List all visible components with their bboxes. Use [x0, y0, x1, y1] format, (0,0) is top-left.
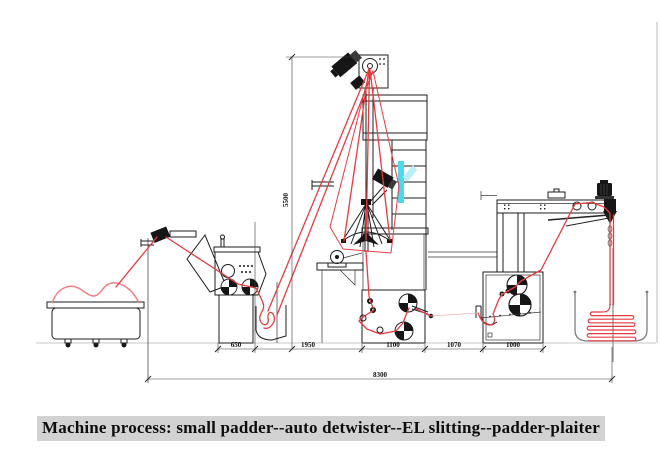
connecting-rail — [428, 251, 497, 258]
el-slitting-unit — [359, 289, 434, 344]
thread-slitting-path — [358, 250, 410, 335]
cyan-guide-bar — [398, 161, 404, 203]
beam-top-box — [547, 188, 566, 199]
small-padder — [186, 233, 267, 344]
dim-label-1070: 1070 — [447, 341, 462, 349]
overhead-beam — [480, 180, 617, 272]
padder-pedestal — [218, 294, 254, 344]
beam-pulley-left — [572, 201, 582, 211]
dimension-height: 5500 — [282, 53, 359, 353]
thread-scray-coil — [259, 302, 276, 329]
diagram-canvas: 5500 650 1950 1100 1070 1000 8300 — [36, 22, 658, 383]
fabric-trough — [46, 301, 145, 348]
tower-frame — [311, 54, 429, 290]
beam-motor — [595, 180, 614, 199]
tower-coupling — [350, 75, 366, 90]
feed-guide — [140, 226, 197, 383]
fabric-pile — [51, 282, 140, 304]
slitting-roller-bottom — [394, 321, 414, 341]
dim-label-1950: 1950 — [301, 341, 316, 349]
mid-motor — [371, 168, 397, 190]
thread-tower-to-scray-1 — [267, 68, 370, 312]
detwister-umbrella — [341, 199, 392, 252]
padder-head — [214, 251, 267, 296]
plaiter-swing-arm — [547, 214, 610, 227]
thread-thin-transfer — [430, 312, 479, 317]
detwister-tower — [311, 50, 429, 343]
dim-label-1100: 1100 — [386, 341, 400, 349]
dim-label-5500: 5500 — [282, 193, 290, 208]
dim-label-8300: 8300 — [373, 371, 388, 379]
plaiter-container — [573, 248, 649, 362]
thread-pile-to-guide — [115, 236, 158, 288]
thread-tower-to-scray-2 — [276, 70, 374, 316]
tower-pulley — [362, 58, 385, 74]
thread-guide-to-padder — [165, 236, 264, 304]
caption-text: Machine process: small padder--auto detw… — [42, 418, 600, 437]
thread-umbrella-2 — [365, 69, 371, 241]
thread-umbrella-1 — [343, 68, 370, 242]
circulation-pump — [327, 250, 363, 268]
trough-casters — [64, 338, 128, 348]
j-scray — [255, 282, 287, 343]
fabric-threads — [115, 68, 637, 342]
dim-label-650: 650 — [231, 341, 242, 349]
thread-kite-loop — [329, 69, 400, 254]
cyan-guide-blade — [403, 165, 417, 182]
dim-label-1000: 1000 — [506, 341, 521, 349]
side-table — [316, 262, 364, 343]
right-padder — [475, 271, 544, 344]
tower-motor — [330, 50, 362, 78]
thread-umbrella-3 — [369, 68, 391, 241]
beam-support-posts — [496, 213, 525, 272]
caption: Machine process: small padder--auto detw… — [37, 416, 605, 441]
thread-padder-to-beam — [477, 201, 611, 326]
dimension-total: 8300 — [144, 347, 616, 383]
thread-spindle — [415, 308, 432, 317]
fabric-folds — [586, 303, 637, 342]
dimension-row-bottom: 650 1950 1100 1070 1000 — [214, 222, 547, 353]
